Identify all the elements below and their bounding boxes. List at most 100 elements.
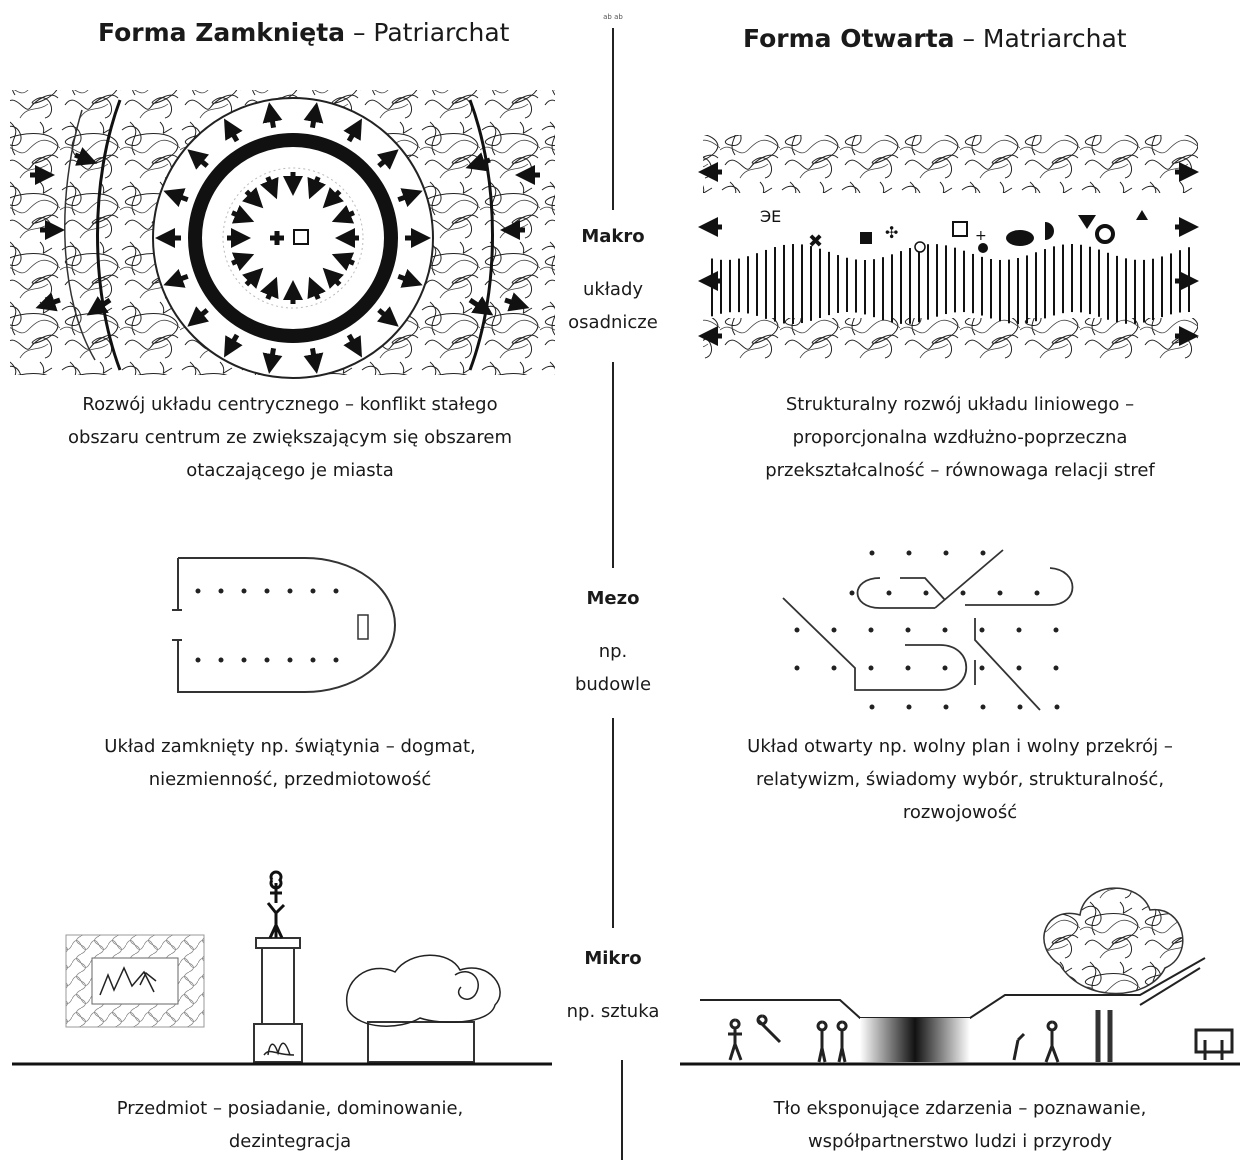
column-dot (333, 588, 339, 594)
left-mikro-caption: Przedmiot – posiadanie, dominowanie, dez… (20, 1092, 560, 1158)
column-dot (287, 588, 293, 594)
right-makro-caption: Strukturalny rozwój układu liniowego – p… (700, 388, 1220, 487)
grid-dot (794, 665, 800, 671)
arrow-icon (397, 268, 423, 288)
caption-line: Układ otwarty np. wolny plan i wolny prz… (747, 736, 1173, 757)
column-dot (195, 588, 201, 594)
arrow-icon (224, 118, 243, 143)
arrow-icon (303, 347, 324, 374)
makro-centric-scheme (10, 90, 555, 379)
arrow-icon (187, 306, 210, 327)
grid-dot (997, 590, 1003, 596)
column-dot (310, 657, 316, 663)
grid-dot (923, 590, 929, 596)
svg-text:✣: ✣ (885, 223, 898, 242)
arrow-icon (331, 252, 355, 271)
caption-line: proporcjonalna wzdłużno-poprzeczna (792, 427, 1128, 448)
column-dot (287, 657, 293, 663)
grid-dot (979, 665, 985, 671)
caption-line: rozwojowość (902, 802, 1018, 823)
arrow-icon (231, 252, 255, 271)
column-dot (241, 588, 247, 594)
arrow-icon (307, 276, 326, 300)
left-title-bold: Forma Zamknięta (98, 18, 346, 47)
arrow-icon (242, 187, 264, 209)
svg-text:✖: ✖ (808, 231, 823, 252)
grid-dot (886, 590, 892, 596)
arrow-icon (465, 152, 491, 172)
caption-line: relatywizm, świadomy wybór, strukturalno… (755, 769, 1165, 790)
right-mikro-caption: Tło eksponujące zdarzenia – poznawanie, … (690, 1092, 1230, 1158)
arrow-icon (260, 276, 279, 300)
grid-dot (1016, 665, 1022, 671)
grid-dot (849, 590, 855, 596)
arrow-icon (468, 296, 494, 316)
level-mikro-desc-1: np. sztuka (566, 1001, 660, 1022)
caption-line: Strukturalny rozwój układu liniowego – (785, 394, 1135, 415)
left-column-title: Forma Zamknięta – Patriarchat (98, 18, 509, 47)
grid-dot (1034, 590, 1040, 596)
column-dot (195, 657, 201, 663)
svg-text:+: + (975, 228, 987, 244)
mikro-landscape (680, 887, 1240, 1066)
arrow-icon (242, 267, 264, 289)
mikro-art-objects (12, 870, 552, 1066)
left-mezo-caption: Układ zamknięty np. świątynia – dogmat, … (20, 730, 560, 796)
column-dot (264, 657, 270, 663)
column-dot (218, 588, 224, 594)
arrow-icon (376, 149, 399, 170)
arrow-icon (343, 118, 362, 143)
arrow-icon (303, 102, 324, 129)
svg-text:ЭЕ: ЭЕ (760, 207, 781, 226)
grid-dot (869, 550, 875, 556)
left-makro-caption: Rozwój układu centrycznego – konflikt st… (20, 388, 560, 487)
column-dot (218, 657, 224, 663)
grid-dot (905, 665, 911, 671)
grid-dot (905, 627, 911, 633)
caption-line: Tło eksponujące zdarzenia – poznawanie, (773, 1098, 1147, 1119)
right-title-bold: Forma Otwarta (743, 24, 955, 53)
column-dot (333, 657, 339, 663)
column-dot (264, 588, 270, 594)
grid-dot (868, 627, 874, 633)
level-makro-desc-1: układy (582, 279, 644, 300)
grid-dot (831, 627, 837, 633)
level-mikro-name: Mikro (584, 948, 642, 969)
arrow-icon (322, 267, 344, 289)
caption-line: współpartnerstwo ludzi i przyrody (807, 1131, 1113, 1152)
caption-line: niezmienność, przedmiotowość (148, 769, 432, 790)
grid-dot (869, 704, 875, 710)
arrow-icon (262, 347, 283, 374)
arrow-icon (376, 306, 399, 327)
level-mezo-desc-1: np. (598, 641, 628, 662)
arrow-icon (35, 292, 61, 312)
column-dot (310, 588, 316, 594)
arrow-icon (231, 205, 255, 224)
right-mezo-caption: Układ otwarty np. wolny plan i wolny prz… (690, 730, 1230, 829)
grid-dot (1053, 627, 1059, 633)
level-mezo-desc-2: budowle (574, 674, 652, 695)
grid-dot (868, 665, 874, 671)
arrow-icon (331, 205, 355, 224)
grid-dot (980, 550, 986, 556)
arrow-icon (260, 176, 279, 200)
grid-dot (980, 704, 986, 710)
arrow-icon (322, 187, 344, 209)
arrow-icon (86, 296, 112, 316)
right-title-rest: – Matriarchat (954, 24, 1127, 53)
grid-dot (831, 665, 837, 671)
arrow-icon (74, 147, 98, 166)
grid-dot (942, 627, 948, 633)
arrow-icon (224, 333, 243, 358)
caption-line: przekształcalność – równowaga relacji st… (765, 460, 1155, 481)
grid-dot (960, 590, 966, 596)
caption-line: dezintegracja (228, 1131, 352, 1152)
arrow-icon (307, 176, 326, 200)
left-title-rest: – Patriarchat (345, 18, 510, 47)
makro-linear-scheme: ЭЕ ✖ ✣ + (698, 135, 1199, 360)
arrow-icon (343, 333, 362, 358)
svg-text:ab ab: ab ab (603, 13, 623, 21)
arrow-icon (262, 102, 283, 129)
level-mezo: Mezo np. budowle (533, 582, 693, 701)
